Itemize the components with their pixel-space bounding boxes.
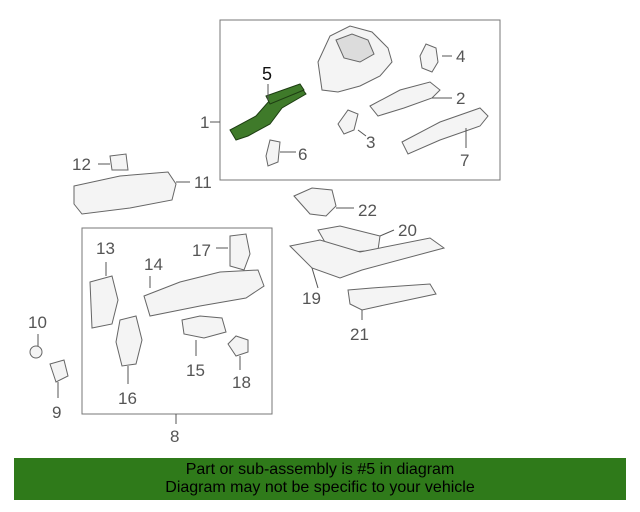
callout-9[interactable]: 9 bbox=[52, 403, 61, 422]
callout-5[interactable]: 5 bbox=[262, 64, 272, 84]
part-11 bbox=[73, 171, 177, 215]
part-21 bbox=[347, 283, 437, 311]
part-13 bbox=[89, 275, 119, 329]
callout-16[interactable]: 16 bbox=[118, 389, 137, 408]
callout-2[interactable]: 2 bbox=[456, 89, 465, 108]
part-19 bbox=[288, 237, 446, 279]
callout-7[interactable]: 7 bbox=[460, 151, 469, 170]
callout-20[interactable]: 20 bbox=[398, 221, 417, 240]
part-6 bbox=[265, 139, 281, 167]
part-7 bbox=[401, 107, 489, 155]
callout-1[interactable]: 1 bbox=[200, 113, 209, 132]
leader-lines bbox=[37, 55, 467, 424]
part-14 bbox=[143, 269, 265, 317]
callout-13[interactable]: 13 bbox=[96, 239, 115, 258]
part-10 bbox=[29, 345, 43, 359]
callout-3[interactable]: 3 bbox=[366, 133, 375, 152]
banner-line-2: Diagram may not be specific to your vehi… bbox=[165, 479, 475, 496]
part-apron-upper bbox=[317, 25, 393, 93]
banner-line-1: Part or sub-assembly is #5 in diagram bbox=[185, 461, 455, 478]
callout-14[interactable]: 14 bbox=[144, 255, 163, 274]
callout-6[interactable]: 6 bbox=[298, 145, 307, 164]
callout-21[interactable]: 21 bbox=[350, 325, 369, 344]
part-16 bbox=[115, 315, 143, 367]
part-17 bbox=[229, 233, 251, 271]
group-box-8 bbox=[81, 227, 273, 415]
callout-11[interactable]: 11 bbox=[194, 173, 212, 192]
callout-19[interactable]: 19 bbox=[302, 289, 321, 308]
part-9 bbox=[49, 359, 69, 383]
info-banner: Part or sub-assembly is #5 in diagram Di… bbox=[14, 458, 626, 500]
callout-15[interactable]: 15 bbox=[186, 361, 205, 380]
group-box-1 bbox=[219, 19, 501, 181]
part-22 bbox=[293, 187, 337, 217]
callout-10[interactable]: 10 bbox=[28, 313, 47, 332]
part-12 bbox=[109, 153, 129, 171]
part-18 bbox=[227, 335, 249, 357]
callout-18[interactable]: 18 bbox=[232, 373, 251, 392]
part-5-highlighted[interactable] bbox=[229, 83, 307, 141]
callout-17[interactable]: 17 bbox=[192, 241, 211, 260]
part-4 bbox=[419, 43, 439, 73]
part-15 bbox=[181, 315, 227, 339]
part-2 bbox=[369, 81, 441, 117]
callout-labels: 1 2 3 4 5 6 7 8 9 10 11 12 13 14 15 16 1… bbox=[28, 47, 469, 446]
callout-4[interactable]: 4 bbox=[456, 47, 465, 66]
callout-12[interactable]: 12 bbox=[72, 155, 91, 174]
callout-22[interactable]: 22 bbox=[358, 201, 377, 220]
part-3 bbox=[337, 109, 359, 135]
callout-8[interactable]: 8 bbox=[170, 427, 179, 446]
